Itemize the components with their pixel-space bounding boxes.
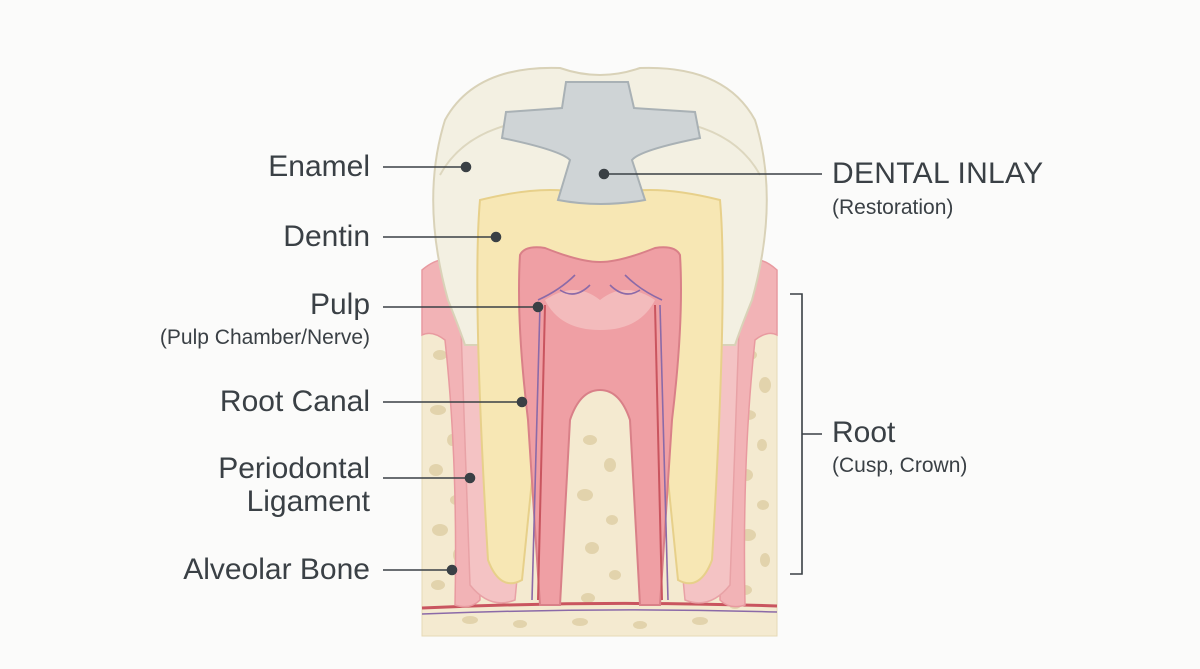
label-enamel: Enamel bbox=[268, 150, 370, 183]
label-pulp-sub: (Pulp Chamber/Nerve) bbox=[159, 326, 370, 349]
label-periodontal-line2: Ligament bbox=[246, 485, 370, 518]
pulp-chamber bbox=[518, 246, 682, 606]
leader-lines bbox=[383, 161, 822, 576]
label-root-sub: (Cusp, Crown) bbox=[832, 454, 968, 477]
label-root: Root bbox=[832, 416, 896, 449]
label-dental-inlay: DENTAL INLAY bbox=[832, 157, 1044, 190]
label-periodontal-line1: Periodontal bbox=[218, 452, 370, 485]
dental-inlay bbox=[500, 81, 702, 205]
label-pulp: Pulp bbox=[309, 288, 370, 321]
label-dental-inlay-sub: (Restoration) bbox=[832, 196, 954, 219]
label-dentin: Dentin bbox=[283, 220, 370, 253]
label-alveolar-bone: Alveolar Bone bbox=[183, 553, 370, 586]
label-root-canal: Root Canal bbox=[219, 385, 370, 418]
